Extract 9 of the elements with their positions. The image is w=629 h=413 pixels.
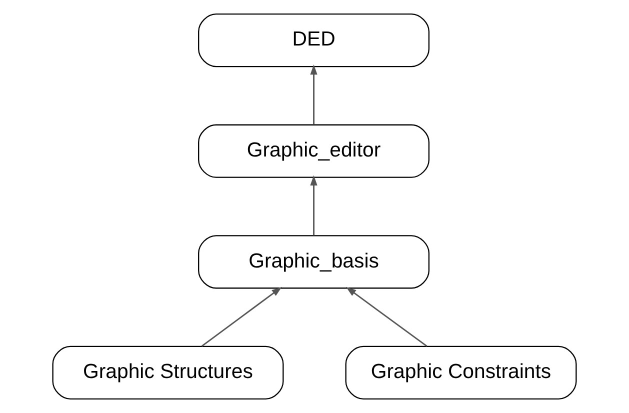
arrow	[201, 286, 282, 347]
node-box: Graphic Structures	[52, 346, 284, 400]
arrow	[346, 286, 428, 347]
node-box: Graphic Constraints	[345, 346, 577, 400]
node-box: DED	[198, 14, 430, 68]
arrow	[310, 64, 318, 125]
arrow	[310, 175, 318, 236]
node-box: Graphic_basis	[198, 235, 430, 289]
node-box: Graphic_editor	[198, 124, 430, 178]
